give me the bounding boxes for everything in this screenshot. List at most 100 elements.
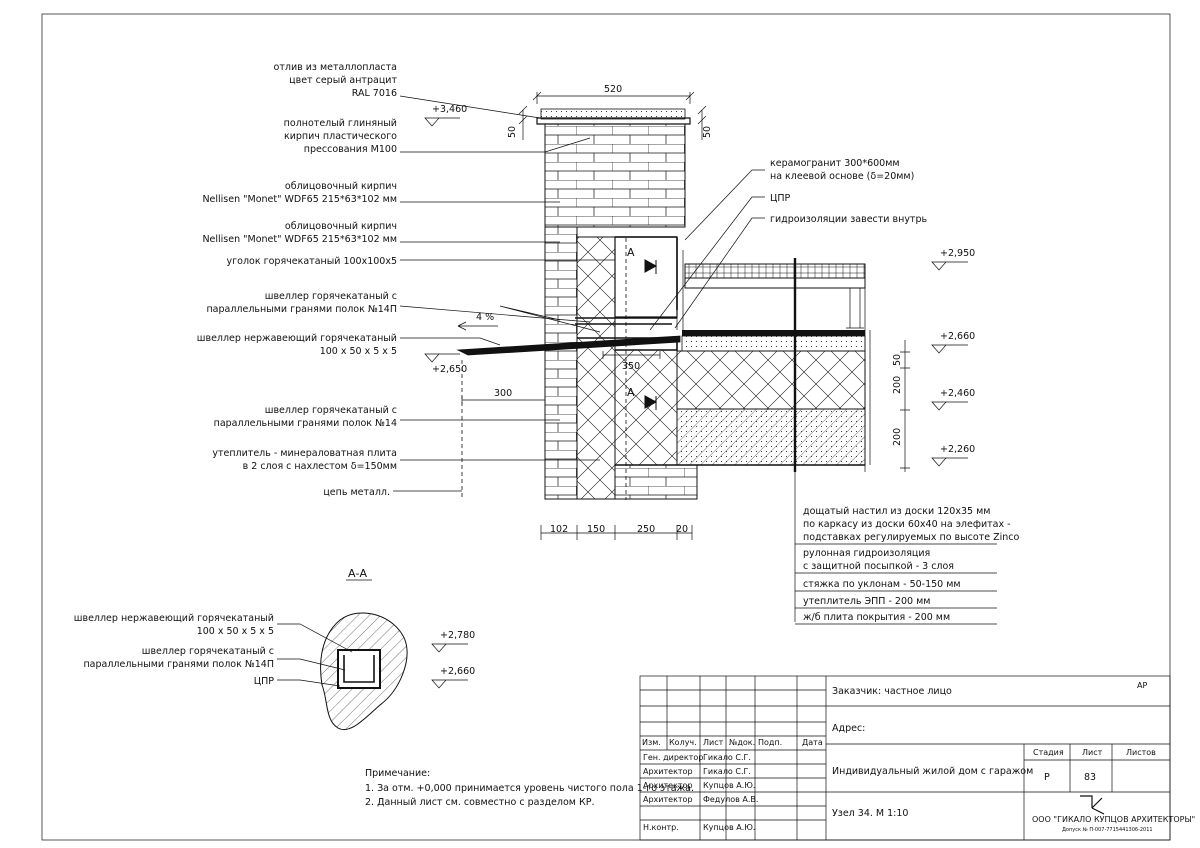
svg-text:кирпич пластического: кирпич пластического [284, 131, 397, 142]
svg-text:дощатый настил из доски 120х35: дощатый настил из доски 120х35 мм [803, 506, 990, 517]
svg-text:Примечание:: Примечание: [365, 768, 430, 779]
svg-text:Листов: Листов [1126, 748, 1156, 757]
svg-text:параллельными гранями полок №1: параллельными гранями полок №14 [214, 418, 397, 429]
svg-text:50: 50 [702, 126, 713, 138]
svg-text:Колуч.: Колуч. [669, 738, 697, 747]
svg-text:350: 350 [622, 361, 640, 372]
svg-text:Адрес:: Адрес: [832, 723, 865, 734]
svg-text:ООО "ГИКАЛО КУПЦОВ АРХИТЕКТОРЫ: ООО "ГИКАЛО КУПЦОВ АРХИТЕКТОРЫ" [1032, 815, 1195, 824]
svg-text:Заказчик: частное лицо: Заказчик: частное лицо [832, 686, 952, 697]
svg-text:100 х 50 х 5 х 5: 100 х 50 х 5 х 5 [197, 626, 274, 637]
svg-text:Архитектор: Архитектор [643, 781, 693, 790]
svg-text:Узел 34. М 1:10: Узел 34. М 1:10 [832, 808, 908, 819]
svg-text:керамогранит 300*600мм: керамогранит 300*600мм [770, 158, 900, 169]
svg-text:гидроизоляции завести внутрь: гидроизоляции завести внутрь [770, 214, 927, 225]
right-callouts: керамогранит 300*600мм на клеевой основе… [649, 158, 927, 331]
brick-facing-outer [544, 226, 578, 500]
roof-layer-legend: дощатый настил из доски 120х35 мм по кар… [794, 472, 1019, 625]
level-drip: +2,650 [432, 364, 467, 375]
svg-text:Дата: Дата [802, 738, 823, 747]
svg-text:по каркасу из доски 60х40 на э: по каркасу из доски 60х40 на элефитах - [803, 519, 1011, 530]
svg-text:Лист: Лист [703, 738, 724, 747]
deck-boards [684, 263, 866, 279]
svg-text:облицовочный кирпич: облицовочный кирпич [285, 221, 397, 232]
brick-parapet [544, 121, 686, 228]
dimensions: 520 50 50 4 % 300 350 102 150 250 20 50 … [457, 84, 910, 540]
svg-text:250: 250 [637, 524, 655, 535]
svg-text:+2,660: +2,660 [440, 666, 475, 677]
svg-text:520: 520 [604, 84, 622, 95]
svg-text:полнотелый глиняный: полнотелый глиняный [284, 118, 397, 129]
svg-text:Подп.: Подп. [758, 738, 782, 747]
svg-text:2. Данный лист см. совместно: 2. Данный лист см. совместно с разделом … [365, 797, 594, 808]
waterproofing-membrane [682, 330, 865, 336]
svg-text:уголок горячекатаный 100х100х5: уголок горячекатаный 100х100х5 [227, 256, 397, 267]
svg-text:Nellisen "Monet" WDF65 215*63*: Nellisen "Monet" WDF65 215*63*102 мм [202, 194, 397, 205]
level-bottom: +2,260 [940, 444, 975, 455]
svg-text:утеплитель ЭПП - 200 мм: утеплитель ЭПП - 200 мм [803, 596, 930, 607]
svg-text:цвет серый антрацит: цвет серый антрацит [289, 75, 397, 86]
svg-text:Изм.: Изм. [642, 738, 661, 747]
level-mid: +2,460 [940, 388, 975, 399]
svg-text:Архитектор: Архитектор [643, 795, 693, 804]
company-logo [1080, 795, 1105, 815]
slab-dots [677, 409, 865, 465]
svg-text:A: A [627, 246, 635, 259]
svg-text:1. За отм. +0,000 принимаетс: 1. За отм. +0,000 принимается уровень чи… [365, 783, 694, 794]
svg-text:A: A [627, 386, 635, 399]
level-top: +3,460 [432, 104, 467, 115]
svg-text:цепь металл.: цепь металл. [323, 487, 390, 498]
svg-text:на клеевой основе (δ=20мм): на клеевой основе (δ=20мм) [770, 171, 914, 182]
svg-text:Допуск № П-007-7715441306-2011: Допуск № П-007-7715441306-2011 [1062, 827, 1153, 833]
pedestal-1 [846, 288, 864, 329]
svg-text:RAL 7016: RAL 7016 [352, 88, 397, 99]
svg-text:в 2 слоя с нахлестом δ=150мм: в 2 слоя с нахлестом δ=150мм [243, 461, 397, 472]
screed [681, 335, 866, 352]
svg-text:швеллер горячекатаный с: швеллер горячекатаный с [265, 405, 397, 416]
svg-text:подставках регулируемых по выс: подставках регулируемых по высоте Zinco [803, 532, 1019, 543]
stainless-drip-channel [456, 335, 681, 356]
svg-text:150: 150 [587, 524, 605, 535]
svg-text:прессования М100: прессования М100 [304, 144, 397, 155]
svg-text:облицовочный кирпич: облицовочный кирпич [285, 181, 397, 192]
cavity-fill [614, 236, 678, 318]
svg-text:Р: Р [1044, 772, 1050, 783]
brick-lower-course [614, 464, 698, 500]
svg-text:200: 200 [892, 376, 903, 394]
svg-text:Архитектор: Архитектор [643, 767, 693, 776]
svg-text:рулонная гидроизоляция: рулонная гидроизоляция [803, 548, 930, 559]
svg-text:ЦПР: ЦПР [254, 676, 275, 687]
svg-text:Купцов А.Ю.: Купцов А.Ю. [703, 823, 755, 832]
svg-text:50: 50 [507, 126, 518, 138]
title-block: Изм. Колуч. Лист №док. Подп. Дата Ген. д… [639, 675, 1195, 841]
svg-text:83: 83 [1084, 772, 1096, 783]
steel-angle [615, 236, 678, 310]
left-callouts: отлив из металлопласта цвет серый антрац… [197, 62, 615, 498]
roof-build-up [615, 250, 871, 472]
coping-stone [540, 108, 686, 120]
svg-text:Гикало С.Г.: Гикало С.Г. [703, 767, 751, 776]
sheet-frame [41, 13, 1171, 841]
svg-text:ЦПР: ЦПР [770, 193, 791, 204]
svg-text:швеллер горячекатаный с: швеллер горячекатаный с [265, 291, 397, 302]
deck-joist [684, 277, 866, 289]
level-roof-slab: +2,660 [940, 331, 975, 342]
section-aa: А-А швеллер нержавеющий горячекатаный 10… [74, 567, 475, 731]
svg-text:200: 200 [892, 428, 903, 446]
svg-text:Стадия: Стадия [1033, 748, 1064, 757]
svg-text:4 %: 4 % [476, 312, 494, 323]
svg-text:ж/б плита покрытия - 200 мм: ж/б плита покрытия - 200 мм [803, 612, 950, 623]
svg-text:Купцов А.Ю.: Купцов А.Ю. [703, 781, 755, 790]
svg-text:швеллер нержавеющий горячеката: швеллер нержавеющий горячекатаный [74, 613, 274, 624]
section-arrow-upper [644, 259, 658, 274]
svg-text:50: 50 [892, 354, 903, 366]
svg-text:20: 20 [676, 524, 688, 535]
svg-text:параллельными гранями полок №1: параллельными гранями полок №14П [83, 659, 274, 670]
svg-text:300: 300 [494, 388, 512, 399]
svg-text:АР: АР [1137, 681, 1147, 690]
svg-text:100 х 50 х 5 х 5: 100 х 50 х 5 х 5 [320, 346, 397, 357]
svg-text:утеплитель - минераловатная пл: утеплитель - минераловатная плита [212, 448, 397, 459]
wall-insulation [576, 236, 616, 500]
svg-text:с защитной посыпкой - 3 слоя: с защитной посыпкой - 3 слоя [803, 561, 954, 572]
